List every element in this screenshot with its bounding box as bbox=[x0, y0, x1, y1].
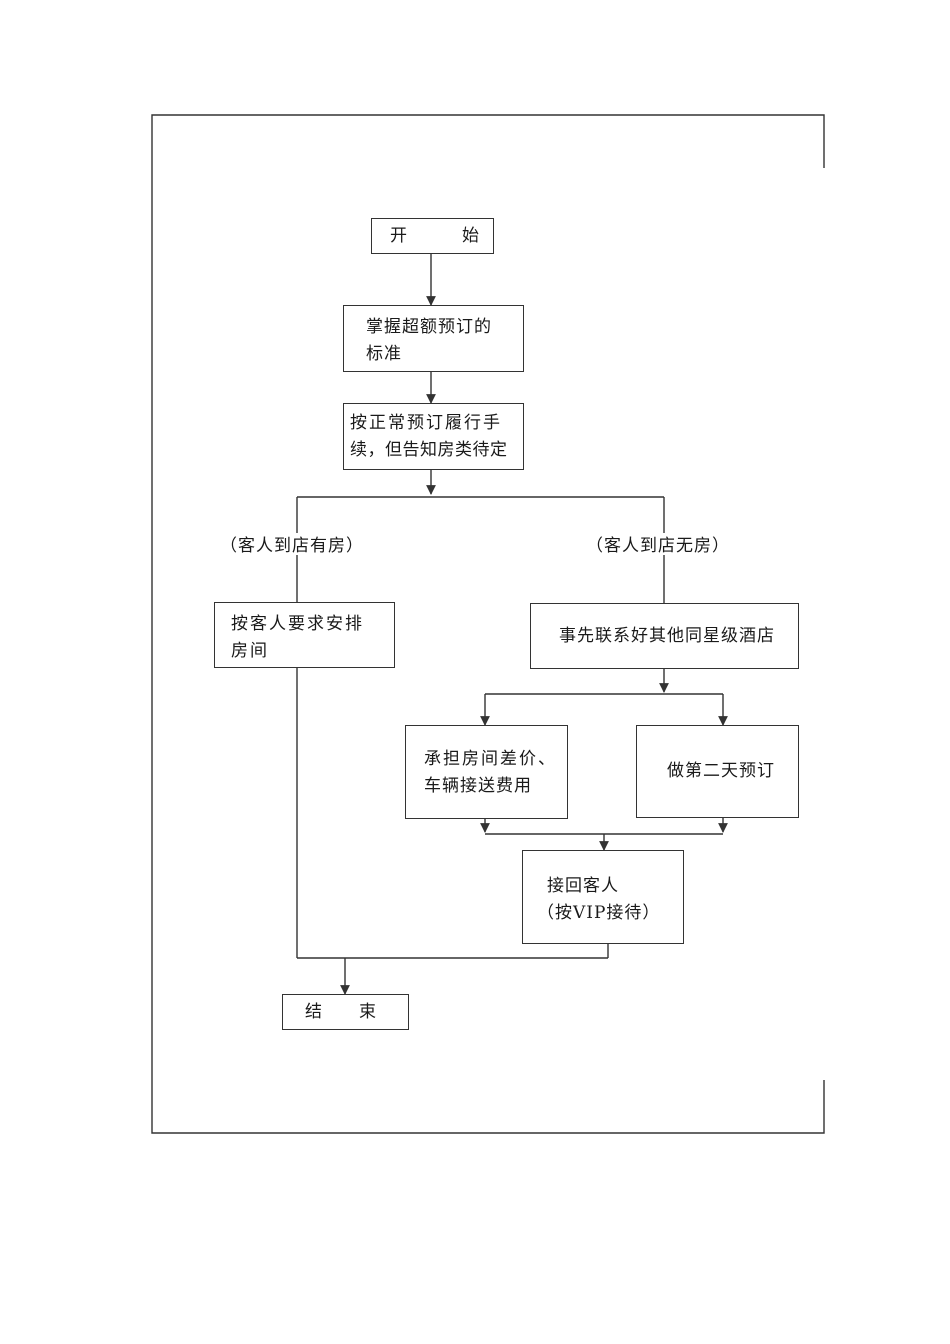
step2-line2: 续，但告知房类待定 bbox=[350, 440, 508, 460]
option-b-label: 做第二天预订 bbox=[667, 761, 775, 781]
step1-line1: 掌握超额预订的 bbox=[366, 317, 492, 337]
step1-line2: 标准 bbox=[366, 344, 402, 364]
left-action-line1: 按客人要求安排 bbox=[231, 614, 364, 634]
end-label: 结 束 bbox=[305, 1002, 377, 1022]
start-label: 开 始 bbox=[390, 226, 480, 246]
frame-border bbox=[151, 114, 825, 1134]
pickup-line2: （按VIP接待） bbox=[537, 903, 661, 923]
step2-node: 按正常预订履行手 续，但告知房类待定 bbox=[343, 403, 524, 470]
left-action-node: 按客人要求安排 房间 bbox=[214, 602, 395, 668]
pickup-line1: 接回客人 bbox=[547, 876, 619, 896]
option-a-line1: 承担房间差价、 bbox=[424, 749, 557, 769]
option-a-node: 承担房间差价、 车辆接送费用 bbox=[405, 725, 568, 819]
step2-line1: 按正常预订履行手 bbox=[350, 413, 502, 433]
end-node: 结 束 bbox=[282, 994, 409, 1030]
option-a-line2: 车辆接送费用 bbox=[424, 776, 532, 796]
step1-node: 掌握超额预订的 标准 bbox=[343, 305, 524, 372]
right-action-label: 事先联系好其他同星级酒店 bbox=[559, 626, 775, 646]
branch-right-label: （客人到店无房） bbox=[586, 536, 730, 556]
option-b-node: 做第二天预订 bbox=[636, 725, 799, 818]
pickup-node: 接回客人 （按VIP接待） bbox=[522, 850, 684, 944]
left-action-line2: 房间 bbox=[231, 641, 269, 661]
right-action-node: 事先联系好其他同星级酒店 bbox=[530, 603, 799, 669]
branch-left-label: （客人到店有房） bbox=[220, 536, 364, 556]
start-node: 开 始 bbox=[371, 218, 494, 254]
